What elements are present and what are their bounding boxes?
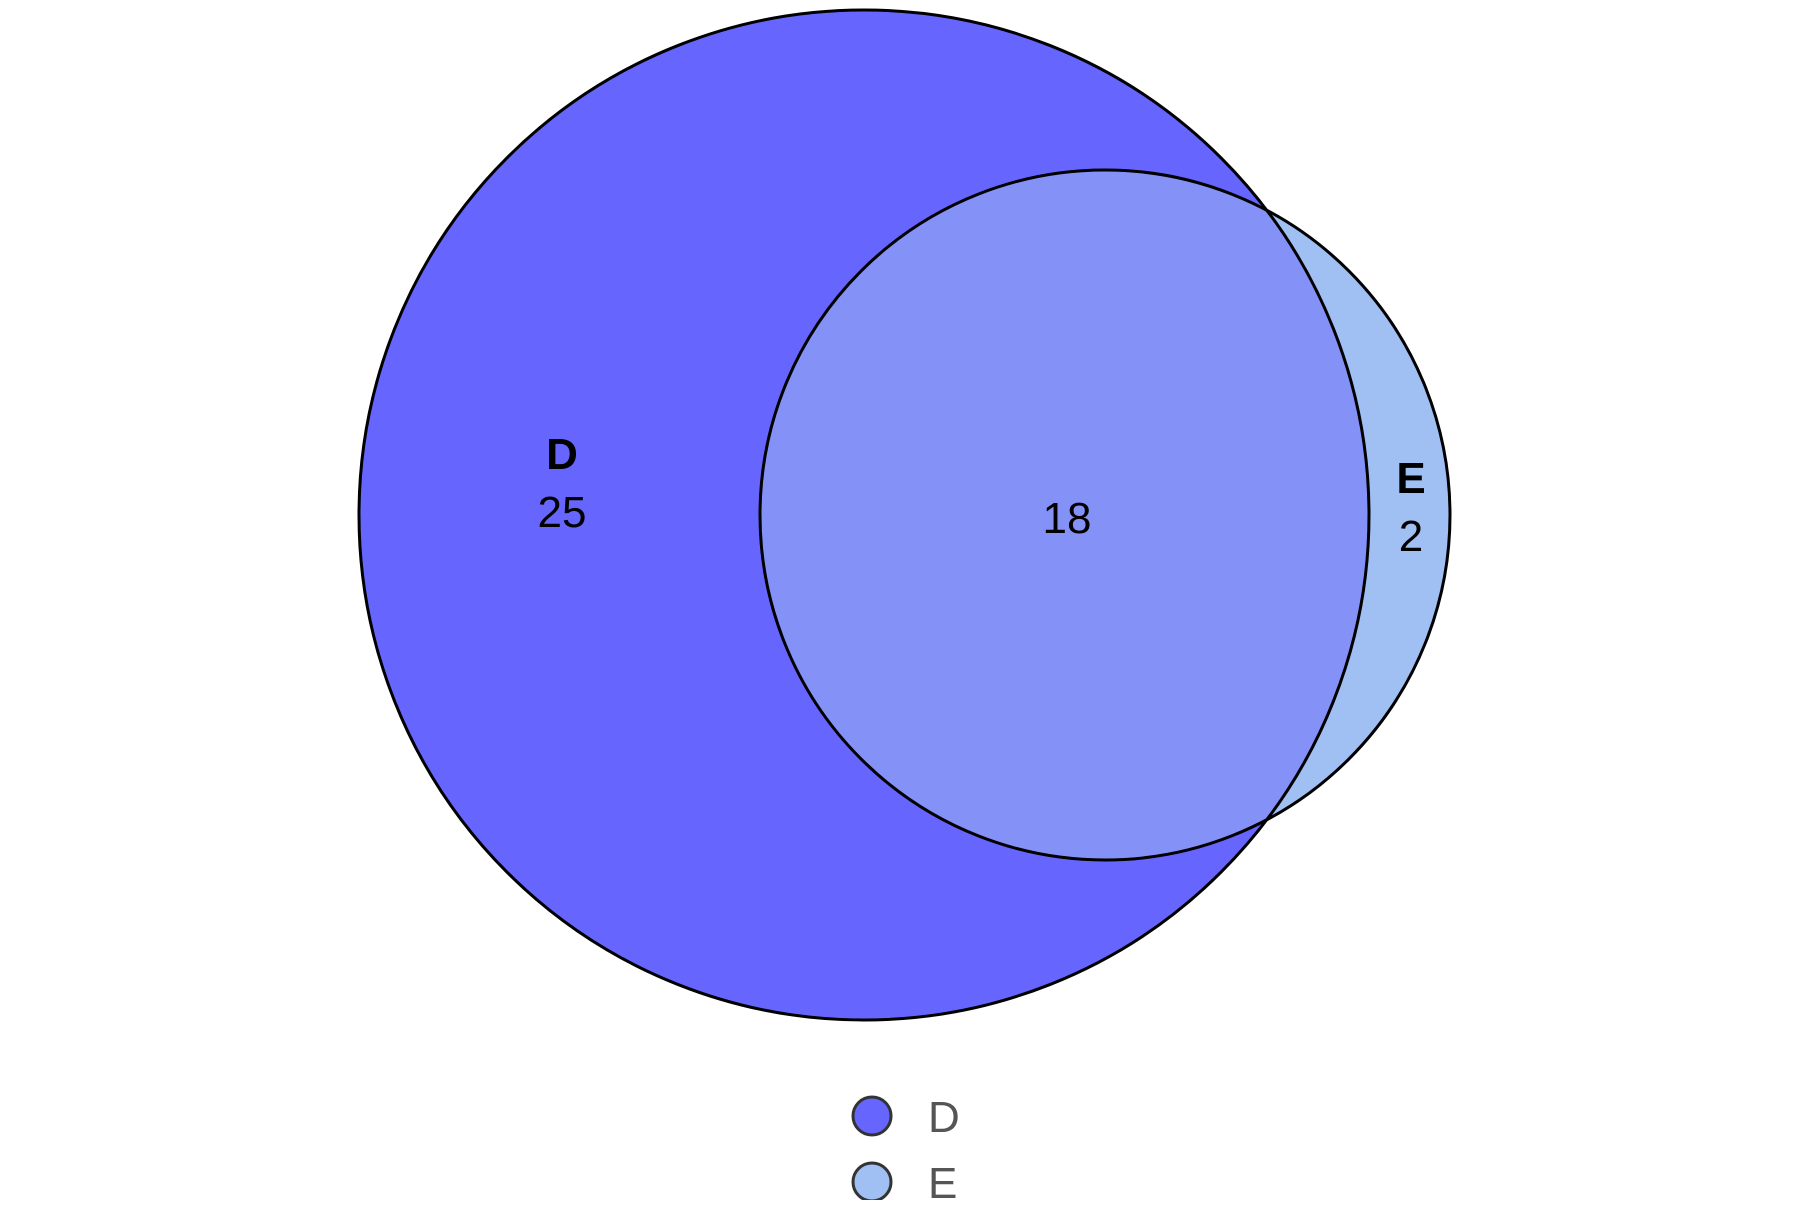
intersection-count: 18 (1043, 494, 1092, 543)
legend-item-e: E (851, 1159, 957, 1205)
legend-swatch-d (851, 1095, 893, 1137)
legend-swatch-e (851, 1161, 893, 1203)
legend-label-e: E (928, 1159, 957, 1200)
intersection-d-e-region (760, 170, 1369, 860)
set-d-outline (357, 8, 1371, 1022)
legend-item-d: D (851, 1093, 960, 1142)
set-e-outline (758, 168, 1452, 862)
legend: D E (851, 1093, 960, 1205)
set-d-only-count: 25 (538, 488, 587, 537)
set-e-only-count: 2 (1399, 512, 1423, 561)
set-e-name: E (1396, 454, 1425, 503)
legend-label-d: D (928, 1093, 960, 1142)
set-d-name: D (546, 430, 578, 479)
